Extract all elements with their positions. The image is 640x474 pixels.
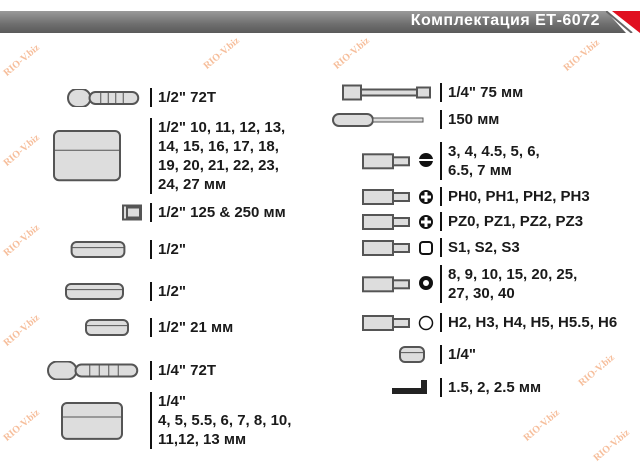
divider [440, 142, 442, 180]
item-spec: PZ0, PZ1, PZ2, PZ3 [448, 213, 584, 230]
divider [440, 378, 442, 397]
hex-key-icon [387, 378, 432, 402]
phillips-bit-profile-icon [418, 189, 434, 210]
left-item: 1/2" [150, 240, 186, 259]
divider [150, 240, 152, 259]
left-item: 1/2" 125 & 250 мм [150, 203, 286, 222]
adapter-icon [47, 282, 142, 306]
left-item: 1/4" 72T [150, 361, 216, 380]
divider [440, 238, 442, 257]
item-spec: 1/4" 72T [158, 362, 216, 379]
item-spec: 1/2" 21 мм [158, 319, 234, 336]
watermark: RIO-V.biz [521, 407, 562, 444]
divider [150, 203, 152, 222]
left-item: 1/2" 21 мм [150, 318, 233, 337]
divider [150, 118, 152, 194]
ratchet-icon [47, 360, 142, 385]
divider [150, 361, 152, 380]
header-bar: Комплектация ЕТ-6072 [0, 11, 640, 33]
divider [440, 313, 442, 332]
divider [150, 392, 152, 449]
hex-bit-icon [362, 314, 412, 337]
item-spec: PH0, PH1, PH2, PH3 [448, 188, 590, 205]
spark-plug-socket-icon [72, 318, 142, 342]
watermark: RIO-V.biz [1, 222, 42, 259]
watermark: RIO-V.biz [561, 37, 602, 74]
divider [440, 187, 442, 206]
item-spec: 1/4" [448, 346, 476, 363]
item-spec: 1/2" [158, 283, 186, 300]
right-item: H2, H3, H4, H5, H5.5, H6 [440, 313, 617, 332]
torx-bit-profile-icon [418, 275, 434, 296]
extension-bar-icon [122, 203, 142, 227]
item-spec: 1/2" 10, 11, 12, 13, 14, 15, 16, 17, 18,… [158, 119, 286, 193]
divider [440, 110, 442, 129]
ratchet-icon [67, 87, 142, 112]
pozidriv-bit-profile-icon [418, 214, 434, 235]
right-item: 150 мм [440, 110, 499, 129]
pozidriv-bit-icon [362, 213, 412, 236]
right-item: PH0, PH1, PH2, PH3 [440, 187, 590, 206]
socket-icon [42, 401, 142, 446]
divider [440, 345, 442, 364]
left-item: 1/2" [150, 282, 186, 301]
item-spec: 1/2" [158, 241, 186, 258]
watermark: RIO-V.biz [576, 352, 617, 389]
divider [440, 212, 442, 231]
corner-flag-icon [606, 11, 640, 33]
item-spec: 1.5, 2, 2.5 мм [448, 379, 542, 396]
item-spec: 1/4" 4, 5, 5.5, 6, 7, 8, 10, 11,12, 13 м… [158, 393, 292, 448]
divider [440, 265, 442, 303]
socket-icon [32, 129, 142, 187]
right-item: 1.5, 2, 2.5 мм [440, 378, 541, 397]
header-title: Комплектация ЕТ-6072 [410, 12, 600, 29]
watermark: RIO-V.biz [1, 407, 42, 444]
torx-bit-icon [362, 271, 412, 303]
divider [150, 88, 152, 107]
watermark: RIO-V.biz [201, 35, 242, 72]
watermark: RIO-V.biz [591, 427, 632, 464]
universal-joint-icon [54, 240, 142, 264]
left-item: 1/2" 10, 11, 12, 13, 14, 15, 16, 17, 18,… [150, 118, 285, 194]
left-item: 1/4" 4, 5, 5.5, 6, 7, 8, 10, 11,12, 13 м… [150, 392, 291, 449]
watermark: RIO-V.biz [1, 312, 42, 349]
item-spec: S1, S2, S3 [448, 239, 520, 256]
right-item: 3, 4, 4.5, 5, 6, 6.5, 7 мм [440, 142, 540, 180]
right-item: 1/4" [440, 345, 476, 364]
right-item: S1, S2, S3 [440, 238, 520, 257]
divider [440, 83, 442, 102]
screwdriver-handle-icon [332, 111, 432, 134]
slotted-bit-icon [362, 148, 412, 180]
divider [150, 282, 152, 301]
item-spec: 1/2" 125 & 250 мм [158, 204, 286, 221]
item-spec: 8, 9, 10, 15, 20, 25, 27, 30, 40 [448, 266, 578, 302]
square-bit-profile-icon [418, 240, 434, 261]
item-spec: 1/4" 75 мм [448, 84, 524, 101]
item-spec: 3, 4, 4.5, 5, 6, 6.5, 7 мм [448, 143, 540, 179]
phillips-bit-icon [362, 188, 412, 211]
square-bit-icon [362, 239, 412, 262]
divider [150, 318, 152, 337]
extension-bar-icon [342, 83, 432, 107]
watermark: RIO-V.biz [1, 42, 42, 79]
watermark: RIO-V.biz [331, 35, 372, 72]
slotted-bit-profile-icon [418, 152, 434, 173]
item-spec: H2, H3, H4, H5, H5.5, H6 [448, 314, 618, 331]
item-spec: 1/2" 72T [158, 89, 216, 106]
right-item: PZ0, PZ1, PZ2, PZ3 [440, 212, 583, 231]
right-item: 8, 9, 10, 15, 20, 25, 27, 30, 40 [440, 265, 577, 303]
item-spec: 150 мм [448, 111, 500, 128]
right-item: 1/4" 75 мм [440, 83, 523, 102]
hex-bit-profile-icon [418, 315, 434, 336]
bit-adapter-icon [392, 345, 432, 369]
left-item: 1/2" 72T [150, 88, 216, 107]
